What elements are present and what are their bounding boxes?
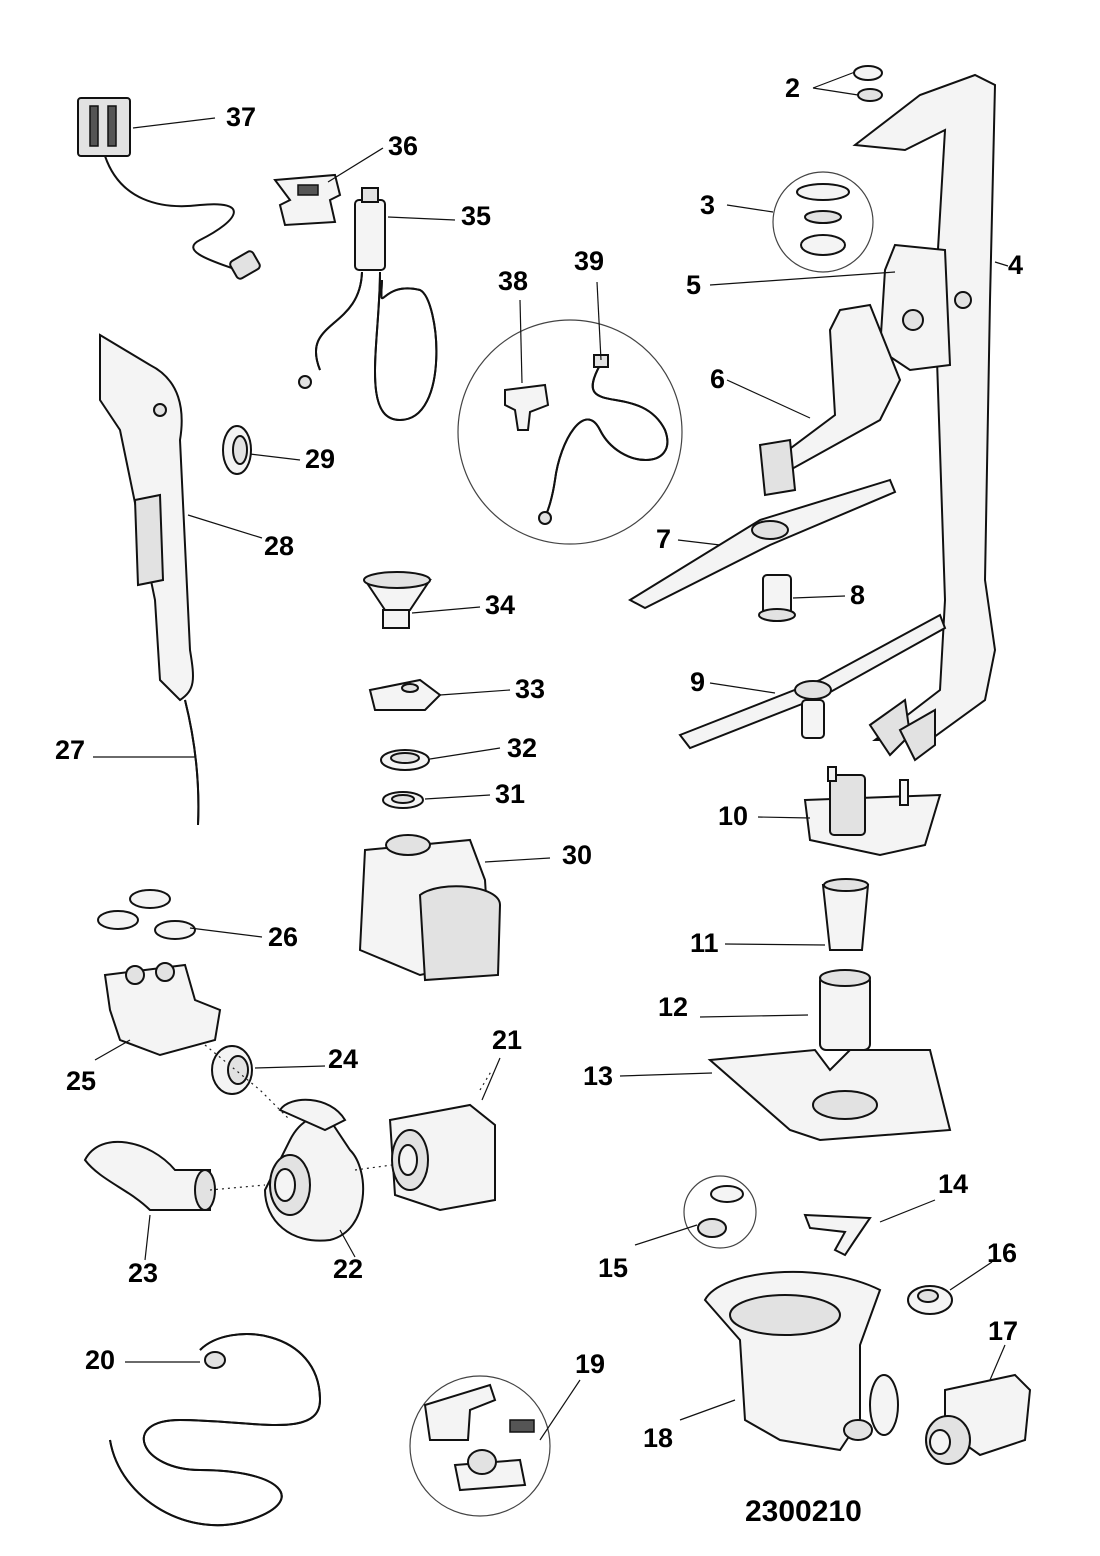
part-34-funnel <box>363 571 432 629</box>
part-15-group <box>683 1175 757 1249</box>
part-22-pump-housing <box>263 1098 365 1242</box>
part-17-drain-pump <box>925 1373 1032 1465</box>
part-26-gaskets <box>97 889 196 940</box>
label-22: 22 <box>333 1254 364 1284</box>
label-16: 16 <box>987 1238 1018 1268</box>
part-13-flat-filter <box>707 1048 952 1142</box>
label-7: 7 <box>656 524 672 554</box>
label-32: 32 <box>507 733 538 763</box>
part-19-group <box>409 1375 551 1517</box>
part-30-salt-container <box>358 834 502 982</box>
label-33: 33 <box>515 674 546 704</box>
label-37: 37 <box>226 102 257 132</box>
part-4-conduit <box>852 73 997 762</box>
part-28-side-panel <box>99 333 194 702</box>
label-39: 39 <box>574 246 605 276</box>
label-26: 26 <box>268 922 299 952</box>
label-21: 21 <box>492 1025 523 1055</box>
label-24: 24 <box>328 1044 359 1074</box>
part-2-nut <box>853 65 883 102</box>
label-28: 28 <box>264 531 295 561</box>
label-38: 38 <box>498 266 529 296</box>
label-17: 17 <box>988 1316 1019 1346</box>
part-37-power-cord <box>77 97 261 280</box>
part-16-valve <box>907 1285 953 1315</box>
part-7-upper-spray-arm <box>627 478 897 610</box>
leader-lines <box>93 71 1009 1441</box>
label-25: 25 <box>66 1066 97 1096</box>
part-8-filter-cap <box>758 574 796 622</box>
part-14-clip <box>803 1213 872 1257</box>
part-5-housing <box>878 243 972 372</box>
label-15: 15 <box>598 1253 629 1283</box>
part-23-elbow <box>83 1140 216 1211</box>
part-35-inlet-hose <box>298 187 438 422</box>
label-3: 3 <box>700 190 716 220</box>
part-18-sump <box>703 1270 899 1452</box>
label-29: 29 <box>305 444 336 474</box>
part-29-ring <box>222 425 252 475</box>
part-9-lower-spray-arm <box>678 613 947 750</box>
label-10: 10 <box>718 801 749 831</box>
part-11-microfilter <box>821 878 870 951</box>
label-13: 13 <box>583 1061 614 1091</box>
part-25-valve <box>103 962 222 1057</box>
part-38-39-group <box>457 319 683 545</box>
label-4: 4 <box>1008 250 1024 280</box>
part-3-group <box>772 171 874 273</box>
label-36: 36 <box>388 131 419 161</box>
part-31-gasket <box>382 791 424 809</box>
diagram-code: 2300210 <box>745 1495 862 1528</box>
label-31: 31 <box>495 779 526 809</box>
label-18: 18 <box>643 1423 674 1453</box>
label-12: 12 <box>658 992 689 1022</box>
label-27: 27 <box>55 735 86 765</box>
part-33-cap <box>368 678 442 711</box>
assembly-line-2 <box>209 1184 266 1191</box>
part-21-motor <box>388 1069 496 1212</box>
label-34: 34 <box>485 590 516 620</box>
assembly-line-3 <box>354 1164 393 1171</box>
label-19: 19 <box>575 1349 606 1379</box>
label-5: 5 <box>686 270 702 300</box>
part-27-drain-tube <box>184 699 200 826</box>
label-35: 35 <box>461 201 492 231</box>
part-20-drain-hose <box>109 1333 322 1527</box>
part-12-filter-tube <box>819 969 871 1051</box>
part-10-base <box>803 766 942 857</box>
label-8: 8 <box>850 580 866 610</box>
part-36-clip <box>273 173 342 227</box>
label-20: 20 <box>85 1345 116 1375</box>
label-9: 9 <box>690 667 706 697</box>
label-30: 30 <box>562 840 593 870</box>
part-24-sleeve <box>211 1045 253 1095</box>
label-6: 6 <box>710 364 726 394</box>
part-6-spray-arm-support <box>758 303 902 497</box>
label-14: 14 <box>938 1169 969 1199</box>
label-11: 11 <box>690 928 719 958</box>
label-2: 2 <box>785 73 801 103</box>
label-23: 23 <box>128 1258 159 1288</box>
part-32-nut <box>380 749 430 771</box>
